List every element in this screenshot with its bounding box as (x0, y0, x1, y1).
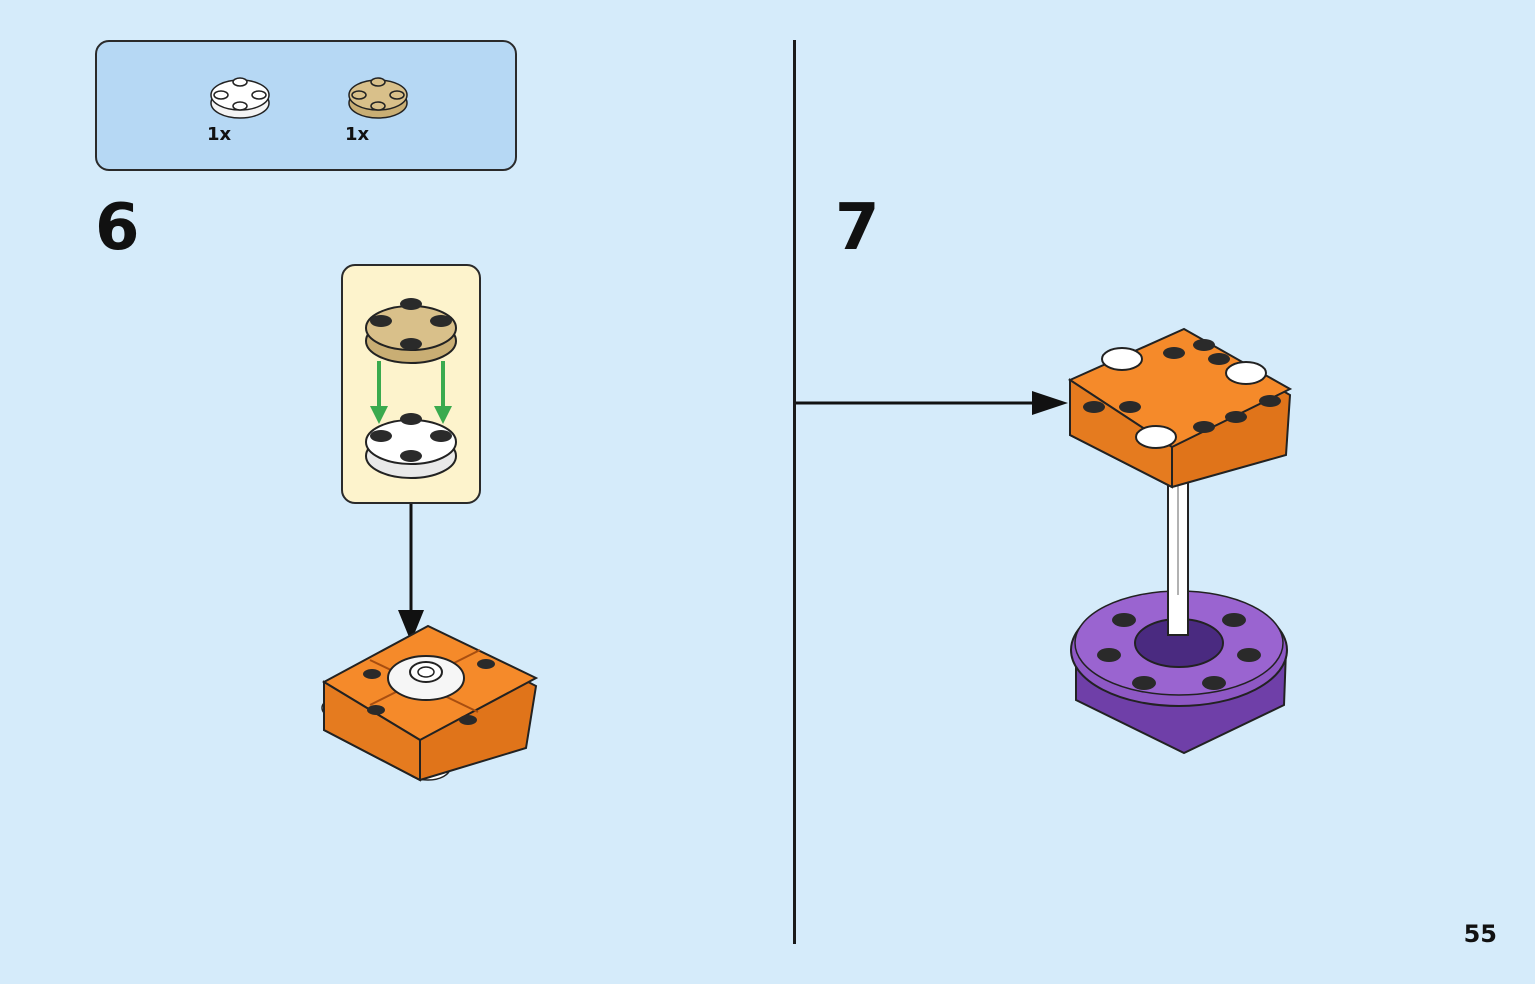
tan-round-plate-part: 1x (345, 70, 415, 150)
white-plate-quantity: 1x (207, 124, 232, 145)
step-6-orange-assembly (321, 624, 539, 782)
step-7-right-arrow (796, 391, 1068, 415)
white-round-plate-icon (210, 77, 270, 119)
parts-list-box: 1x 1x (95, 40, 517, 171)
tan-round-plate-icon (348, 77, 408, 119)
step-divider (793, 40, 796, 944)
page-number: 55 (1463, 920, 1497, 948)
step-7-tower-assembly (1067, 327, 1293, 755)
step-6-number: 6 (95, 191, 140, 265)
sub-assembly-callout (341, 264, 481, 504)
step-6-down-arrow (398, 504, 424, 642)
step-7-number: 7 (835, 191, 880, 265)
white-round-plate-part: 1x (207, 70, 277, 150)
stacking-plates-illustration (365, 298, 457, 479)
tan-plate-quantity: 1x (345, 124, 370, 145)
